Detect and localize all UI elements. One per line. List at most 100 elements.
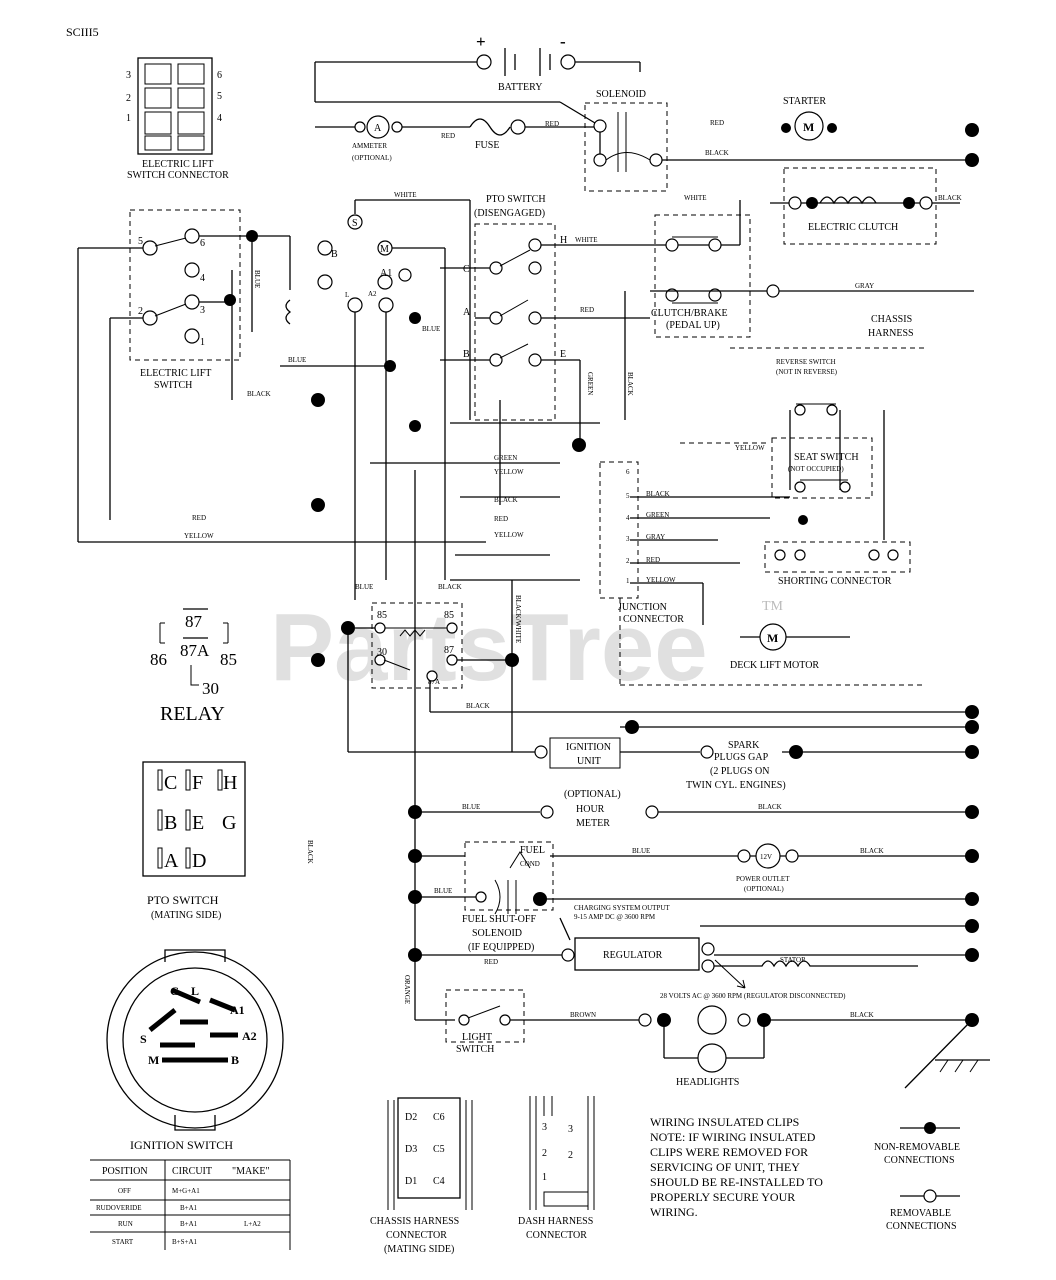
- stator-label: STATOR: [780, 956, 806, 964]
- wire-color-orange: ORANGE: [403, 975, 411, 1004]
- wire-color-black: BLACK: [494, 496, 518, 504]
- pto-pin: E: [560, 349, 566, 360]
- fuel-cond-label: FUEL: [520, 845, 545, 856]
- wire-color-black: BLACK: [850, 1011, 874, 1019]
- electric-lift-switch-connector: 3 2 1 6 5 4 ELECTRIC LIFT SWITCH CONNECT…: [126, 57, 229, 181]
- shorting-connector: SHORTING CONNECTOR: [764, 515, 911, 587]
- junction-pin: 2: [626, 557, 630, 565]
- wire-color-black: BLACK: [938, 194, 962, 202]
- wire-color-gray: GRAY: [646, 533, 665, 541]
- ignition-unit-label: IGNITION: [566, 742, 611, 753]
- reverse-switch-label: (NOT IN REVERSE): [776, 368, 838, 376]
- fuel-shutoff-label: (IF EQUIPPED): [468, 942, 534, 953]
- legend-label: REMOVABLE: [890, 1208, 951, 1219]
- ign-pin: L: [345, 291, 349, 299]
- electric-clutch: ELECTRIC CLUTCH BLACK: [770, 167, 962, 245]
- ign-pin: S: [352, 218, 358, 229]
- wire-color-blue: BLUE: [422, 325, 440, 333]
- dash-harness-connector: 3 3 2 2 1 DASH HARNESS CONNECTOR: [518, 1096, 595, 1241]
- pto-mating-pin: H: [223, 772, 237, 794]
- els-pin: 5: [138, 236, 143, 247]
- starter-motor-symbol: M: [803, 120, 814, 134]
- seat-switch-label: SEAT SWITCH: [794, 452, 859, 463]
- spark-plugs-label: PLUGS GAP: [714, 752, 769, 763]
- ignition-switch-label: IGNITION SWITCH: [130, 1138, 233, 1152]
- els-pin: 6: [200, 238, 205, 249]
- table-header: "MAKE": [232, 1166, 270, 1177]
- dash-conn-label: CONNECTOR: [526, 1230, 587, 1241]
- wire-color-red: RED: [580, 306, 594, 314]
- els-pin: 4: [200, 273, 205, 284]
- wire-color-black: BLACK: [466, 702, 490, 710]
- ign-pin: M: [380, 244, 389, 255]
- wire-color-black: BLACK: [438, 583, 462, 591]
- table-cell: START: [112, 1238, 134, 1246]
- wire-color-blue: BLUE: [355, 583, 373, 591]
- headlights-label: HEADLIGHTS: [676, 1077, 739, 1088]
- wire-color-black: BLACK: [247, 390, 271, 398]
- wire-color-yellow: YELLOW: [494, 531, 524, 539]
- relay-circuit-pin: 85: [444, 610, 454, 621]
- note-line: PROPERLY SECURE YOUR: [650, 1190, 795, 1204]
- els-pin: 2: [138, 306, 143, 317]
- pto-mating-pin: C: [164, 772, 177, 794]
- chassis-conn-pin: D3: [405, 1144, 417, 1155]
- legend-label: NON-REMOVABLE: [874, 1142, 960, 1153]
- wire-color-yellow: YELLOW: [184, 532, 214, 540]
- wire-color-green: GREEN: [494, 454, 517, 462]
- ign-switch-pin: G: [170, 984, 179, 998]
- deck-lift-motor: M DECK LIFT MOTOR: [730, 623, 850, 671]
- solenoid-label: SOLENOID: [596, 89, 646, 100]
- spark-plugs-label: (2 PLUGS ON: [710, 766, 769, 777]
- wire-color-yellow: YELLOW: [646, 576, 676, 584]
- ignition-unit-label: UNIT: [577, 756, 601, 767]
- harness-bundle: RED YELLOW GREEN YELLOW BLACK RED YELLOW…: [78, 312, 600, 752]
- pto-switch-label: PTO SWITCH: [486, 194, 546, 205]
- dash-conn-label: DASH HARNESS: [518, 1216, 593, 1227]
- ign-switch-pin: B: [231, 1053, 239, 1067]
- pto-mating-pin: E: [192, 812, 204, 834]
- chassis-harness-label: CHASSIS: [871, 314, 912, 325]
- clutch-brake-label: (PEDAL UP): [666, 320, 720, 331]
- ign-switch-pin: L: [191, 984, 199, 998]
- ammeter-optional: (OPTIONAL): [352, 154, 392, 162]
- pto-mating-pin: A: [164, 850, 179, 872]
- table-cell: B+S+A1: [172, 1238, 198, 1246]
- electric-clutch-label: ELECTRIC CLUTCH: [808, 222, 898, 233]
- deck-lift-motor-symbol: M: [767, 631, 778, 645]
- battery-label: BATTERY: [498, 82, 542, 93]
- wire-color-green: GREEN: [646, 511, 669, 519]
- fuel-shutoff-label: SOLENOID: [472, 928, 522, 939]
- junction-pin: 3: [626, 535, 630, 543]
- note-line: NOTE: IF WIRING INSULATED: [650, 1130, 816, 1144]
- wire-color-black-white: BLACK/WHITE: [514, 595, 522, 643]
- elc-connector-label: SWITCH CONNECTOR: [127, 170, 229, 181]
- wire-color-black: BLACK: [626, 372, 634, 396]
- wire-color-yellow: YELLOW: [494, 468, 524, 476]
- ign-switch-pin: A2: [242, 1029, 257, 1043]
- wire-color-black: BLACK: [758, 803, 782, 811]
- table-cell: L+A2: [244, 1220, 261, 1228]
- junction-connector-label: CONNECTOR: [623, 614, 684, 625]
- dash-conn-pin: 3: [542, 1122, 547, 1133]
- wire-color-green: GREEN: [586, 372, 594, 395]
- wire-color-black: BLACK: [646, 490, 670, 498]
- relay-label: RELAY: [160, 703, 225, 725]
- note-line: WIRING INSULATED CLIPS: [650, 1115, 799, 1129]
- fuel-cond-label: COND: [520, 860, 540, 868]
- deck-lift-motor-label: DECK LIFT MOTOR: [730, 660, 819, 671]
- watermark-tm: TM: [762, 599, 784, 614]
- reverse-switch-label: REVERSE SWITCH: [776, 358, 836, 366]
- dash-conn-pin: 2: [568, 1150, 573, 1161]
- junction-connector-label: JUNCTION: [618, 602, 667, 613]
- relay-circuit-pin: 85: [377, 610, 387, 621]
- dash-conn-pin: 3: [568, 1124, 573, 1135]
- relay-circuit-pin: 87: [444, 645, 454, 656]
- connection-legend: NON-REMOVABLE CONNECTIONS REMOVABLE CONN…: [874, 1122, 960, 1232]
- wire-color-white: WHITE: [684, 194, 707, 202]
- els-pin: 3: [200, 305, 205, 316]
- wiring-clips-note: WIRING INSULATED CLIPS NOTE: IF WIRING I…: [650, 1115, 823, 1219]
- ignition-table: POSITION CIRCUIT "MAKE" OFF M+G+A1 RUDOV…: [90, 1159, 291, 1250]
- pto-pin: H: [560, 235, 567, 246]
- power-outlet-label: POWER OUTLET: [736, 875, 790, 883]
